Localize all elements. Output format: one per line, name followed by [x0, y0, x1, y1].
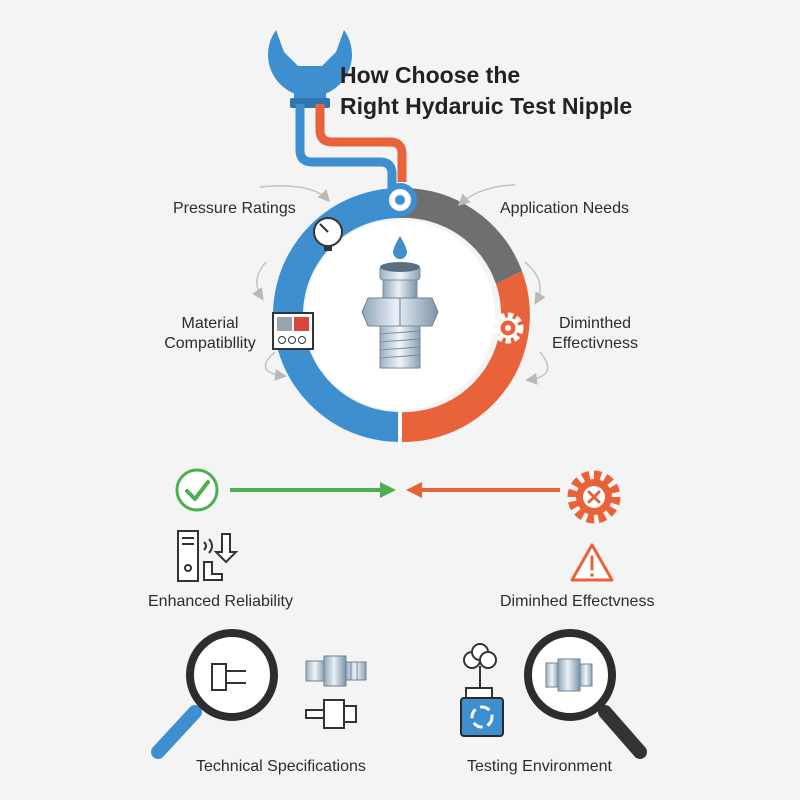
- label-material-line-2: Compatibllity: [164, 335, 256, 352]
- title-line-2: Right Hydaruic Test Nipple: [340, 93, 633, 119]
- pipe-lines: [295, 104, 407, 190]
- label-technical-specifications: Technical Specifications: [196, 758, 366, 775]
- magnifier-icon-left: [151, 629, 278, 759]
- label-effectiveness-line-2: Effectivness: [552, 335, 638, 352]
- page-title: How Choose the Right Hydaruic Test Nippl…: [340, 60, 632, 122]
- warning-icon: [570, 543, 614, 582]
- label-effectiveness-line-1: Diminthed: [558, 315, 632, 332]
- error-gear-icon: [567, 470, 621, 524]
- gear-icon: [492, 312, 524, 344]
- gauge-icon: [313, 217, 343, 251]
- label-material-compatibility: Material Compatibllity: [150, 314, 270, 354]
- material-swatch-icon: [272, 312, 314, 350]
- fitting-part-icon: [305, 699, 357, 729]
- title-line-1: How Choose the: [340, 62, 521, 88]
- environment-icon: [460, 643, 504, 737]
- label-diminished-outcome: Diminhed Effectvness: [500, 593, 655, 610]
- label-material-line-1: Material: [181, 315, 239, 332]
- test-nipple-image: [361, 236, 439, 369]
- label-pressure-ratings: Pressure Ratings: [173, 200, 296, 217]
- connector-arrows: [252, 184, 549, 385]
- check-circle-icon: [175, 468, 219, 512]
- green-arrow: [230, 482, 396, 498]
- water-drop-icon: [393, 236, 407, 259]
- machine-icon: [177, 530, 239, 582]
- orange-arrow: [406, 482, 560, 498]
- ring-connector: [383, 183, 417, 217]
- label-application-needs: Application Needs: [500, 200, 629, 217]
- label-diminished-effectiveness: Diminthed Effectivness: [540, 314, 650, 354]
- label-testing-environment: Testing Environment: [467, 758, 612, 775]
- nipple-part-icon: [305, 655, 367, 687]
- magnifier-icon-right: [524, 629, 647, 759]
- label-enhanced-reliability: Enhanced Reliability: [148, 593, 293, 610]
